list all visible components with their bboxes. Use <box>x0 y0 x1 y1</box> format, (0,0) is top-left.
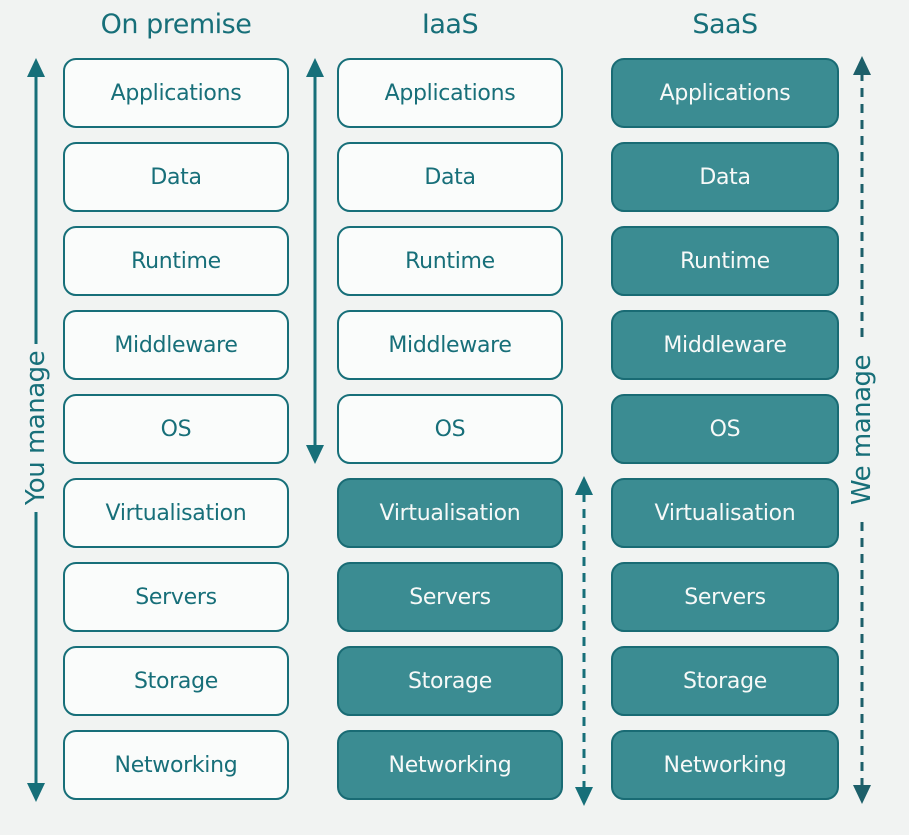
saas-layer-storage: Storage <box>611 646 839 716</box>
iaas-you-manage-arrow <box>306 58 324 464</box>
saas-layer-data: Data <box>611 142 839 212</box>
column-saas: Applications Data Runtime Middleware OS … <box>611 58 839 800</box>
you-manage-arrow <box>27 58 45 802</box>
saas-layer-virtualisation: Virtualisation <box>611 478 839 548</box>
onprem-layer-virtualisation: Virtualisation <box>63 478 289 548</box>
iaas-layer-os: OS <box>337 394 563 464</box>
iaas-layer-storage: Storage <box>337 646 563 716</box>
column-title-iaas: IaaS <box>421 9 479 40</box>
we-manage-arrow <box>853 56 871 804</box>
saas-layer-os: OS <box>611 394 839 464</box>
you-manage-label: You manage <box>21 350 51 506</box>
iaas-layer-runtime: Runtime <box>337 226 563 296</box>
onprem-layer-servers: Servers <box>63 562 289 632</box>
iaas-layer-middleware: Middleware <box>337 310 563 380</box>
onprem-layer-networking: Networking <box>63 730 289 800</box>
onprem-layer-runtime: Runtime <box>63 226 289 296</box>
saas-layer-applications: Applications <box>611 58 839 128</box>
saas-layer-servers: Servers <box>611 562 839 632</box>
onprem-layer-applications: Applications <box>63 58 289 128</box>
column-title-saas: SaaS <box>692 9 758 40</box>
we-manage-label: We manage <box>847 354 877 506</box>
column-on-premise: Applications Data Runtime Middleware OS … <box>63 58 289 800</box>
onprem-layer-middleware: Middleware <box>63 310 289 380</box>
column-iaas: Applications Data Runtime Middleware OS … <box>337 58 563 800</box>
column-title-on-premise: On premise <box>100 9 252 40</box>
iaas-provider-managed-arrow <box>575 476 593 806</box>
onprem-layer-data: Data <box>63 142 289 212</box>
iaas-layer-servers: Servers <box>337 562 563 632</box>
iaas-layer-data: Data <box>337 142 563 212</box>
onprem-layer-os: OS <box>63 394 289 464</box>
saas-layer-networking: Networking <box>611 730 839 800</box>
iaas-layer-virtualisation: Virtualisation <box>337 478 563 548</box>
iaas-layer-networking: Networking <box>337 730 563 800</box>
iaas-layer-applications: Applications <box>337 58 563 128</box>
saas-layer-middleware: Middleware <box>611 310 839 380</box>
onprem-layer-storage: Storage <box>63 646 289 716</box>
saas-layer-runtime: Runtime <box>611 226 839 296</box>
